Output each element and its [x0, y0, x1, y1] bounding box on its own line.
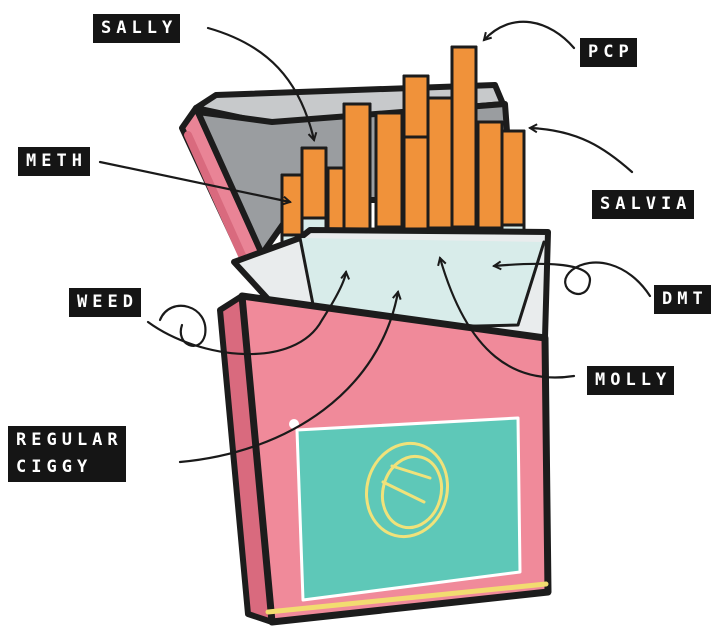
label-pcp: PCP [580, 38, 637, 67]
label-regular-ciggy-line2: CIGGY [16, 459, 123, 476]
cigarette-pack [182, 47, 548, 622]
label-sally: SALLY [93, 14, 180, 43]
label-regular-ciggy: REGULAR CIGGY [8, 426, 126, 482]
label-weed: WEED [69, 288, 141, 317]
arrow-salvia [530, 128, 632, 172]
label-dmt: DMT [654, 285, 711, 314]
arrow-pcp [484, 22, 574, 48]
label-dmt-text: DMT [662, 291, 708, 308]
label-molly-text: MOLLY [595, 372, 671, 389]
label-salvia-text: SALVIA [600, 196, 691, 213]
label-salvia: SALVIA [592, 190, 694, 219]
label-meth-text: METH [26, 153, 87, 170]
pack-teal-panel [297, 418, 520, 600]
label-regular-ciggy-line1: REGULAR [16, 432, 123, 449]
label-pcp-text: PCP [588, 44, 634, 61]
label-sally-text: SALLY [101, 20, 177, 37]
label-meth: METH [18, 147, 90, 176]
label-molly: MOLLY [587, 366, 674, 395]
label-weed-text: WEED [77, 294, 138, 311]
